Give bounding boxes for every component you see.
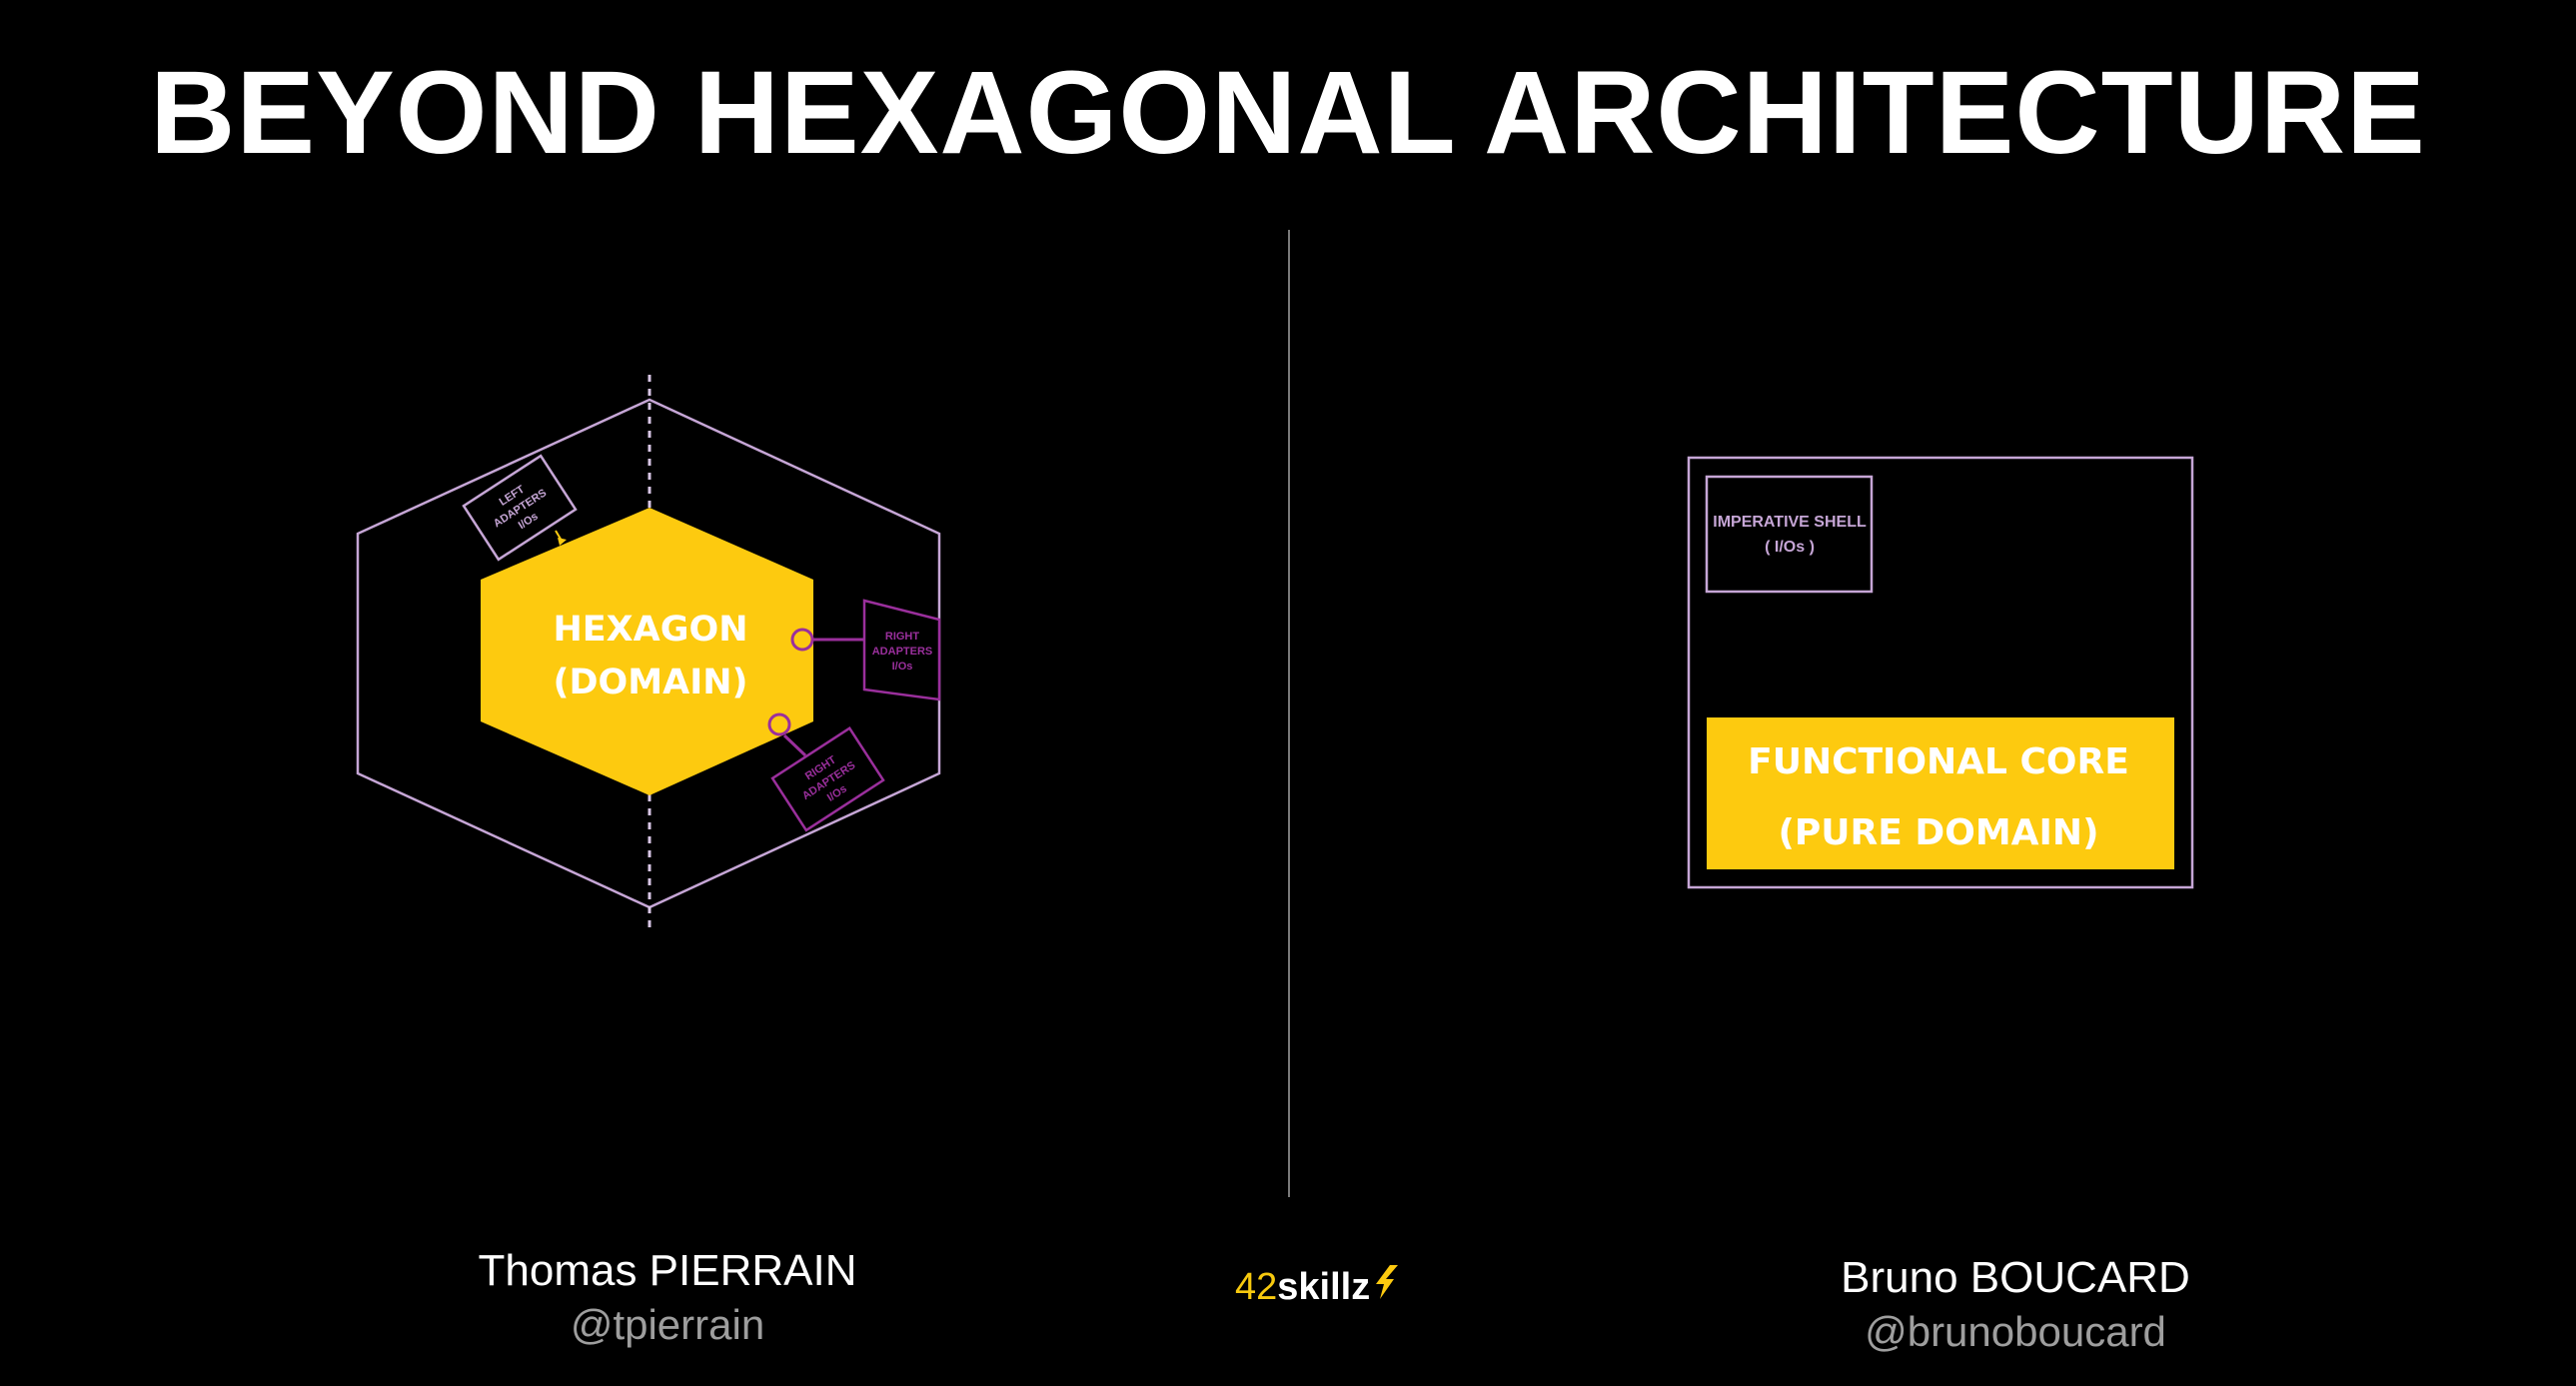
outer-shell-frame bbox=[1687, 456, 2194, 889]
brand-logo-number: 42 bbox=[1235, 1266, 1278, 1308]
right-adapters-upper-line3: I/Os bbox=[892, 661, 913, 673]
brand-logo-word: skillz bbox=[1277, 1266, 1371, 1308]
slide-title: BEYOND HEXAGONAL ARCHITECTURE bbox=[150, 47, 2426, 179]
domain-hexagon-label-line1: HEXAGON bbox=[553, 610, 747, 650]
right-adapters-box-upper: RIGHT ADAPTERS I/Os bbox=[862, 599, 941, 701]
right-port-upper bbox=[790, 628, 814, 652]
right-port-lower bbox=[767, 712, 791, 736]
imperative-shell-label-line2: ( I/Os ) bbox=[1765, 539, 1815, 556]
right-adapters-upper-line1: RIGHT bbox=[885, 631, 920, 643]
right-adapters-upper-line2: ADAPTERS bbox=[872, 646, 933, 658]
hexagonal-architecture-diagram: HEXAGON (DOMAIN) LEFT ADAPTERS I/Os RIGH… bbox=[356, 375, 941, 934]
author-left: Thomas PIERRAIN @tpierrain bbox=[368, 1244, 967, 1352]
author-right: Bruno BOUCARD @brunoboucard bbox=[1716, 1251, 2315, 1359]
functional-core-label-line1: FUNCTIONAL CORE bbox=[1748, 741, 2129, 782]
functional-core-label-line2: (PURE DOMAIN) bbox=[1778, 812, 2098, 853]
author-left-name: Thomas PIERRAIN bbox=[478, 1246, 857, 1295]
author-right-name: Bruno BOUCARD bbox=[1841, 1253, 2190, 1302]
functional-core-box bbox=[1707, 717, 2174, 869]
brand-bolt-icon bbox=[1376, 1265, 1399, 1299]
left-adapters-box: LEFT ADAPTERS I/Os bbox=[462, 454, 578, 562]
domain-hexagon bbox=[481, 508, 813, 795]
brand-logo: 42skillz bbox=[1235, 1265, 1400, 1309]
imperative-shell-box bbox=[1705, 475, 1874, 594]
functional-core-diagram: IMPERATIVE SHELL ( I/Os ) FUNCTIONAL COR… bbox=[1687, 456, 2194, 889]
right-adapter-lower-connector bbox=[782, 733, 807, 757]
left-adapter-arrow-head bbox=[558, 538, 567, 546]
imperative-shell-label-line1: IMPERATIVE SHELL bbox=[1713, 514, 1867, 531]
author-left-handle: @tpierrain bbox=[570, 1301, 765, 1348]
author-right-handle: @brunoboucard bbox=[1865, 1308, 2166, 1355]
right-adapters-box-lower: RIGHT ADAPTERS I/Os bbox=[770, 726, 885, 832]
domain-hexagon-label-line2: (DOMAIN) bbox=[553, 663, 747, 702]
